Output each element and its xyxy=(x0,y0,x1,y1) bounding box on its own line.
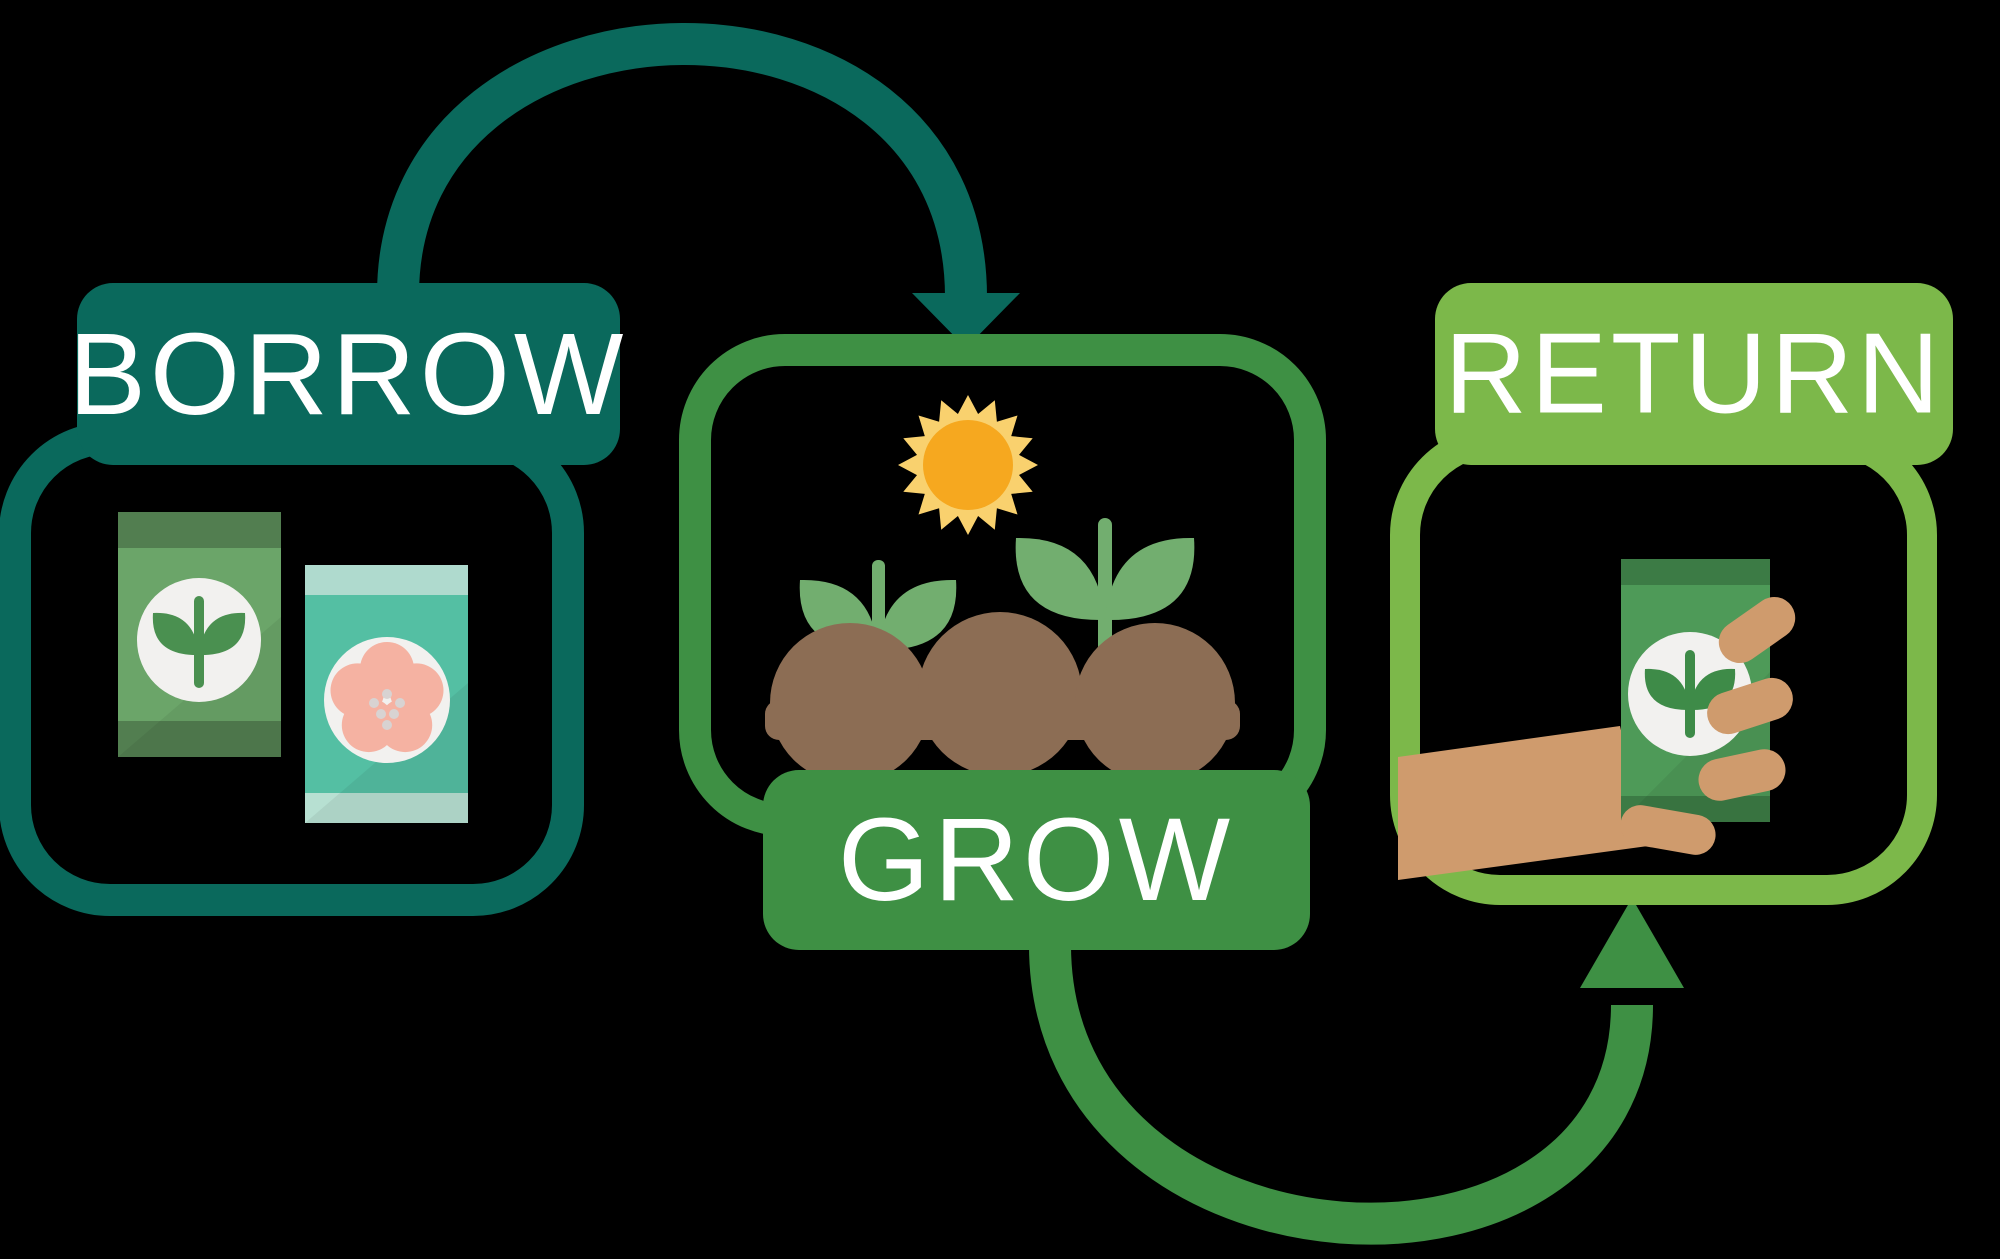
hand-fingers xyxy=(1620,596,1796,855)
grow-label: GROW xyxy=(838,794,1234,926)
borrow-label: BORROW xyxy=(69,309,628,439)
soil-mound xyxy=(765,612,1240,783)
sun-icon xyxy=(898,395,1038,535)
return-label-pill xyxy=(1435,283,1953,465)
sun-core xyxy=(923,420,1013,510)
arrowhead-grow-to-return-icon xyxy=(1580,898,1684,988)
hand-arm xyxy=(1398,726,1648,880)
seed-packet-green xyxy=(118,512,281,757)
finger-index xyxy=(1718,596,1796,664)
arrow-grow-to-return xyxy=(1029,944,1653,1245)
finger-middle xyxy=(1707,677,1793,735)
grow-label-pill xyxy=(763,770,1310,950)
thumb xyxy=(1620,805,1716,855)
seed-packet-green-bottom-strip xyxy=(118,721,281,757)
borrow-label-pill xyxy=(77,283,620,465)
seed-packet-teal xyxy=(305,565,468,823)
flower-icon xyxy=(330,642,444,753)
return-label: RETURN xyxy=(1445,311,1944,438)
finger-ring xyxy=(1698,749,1786,801)
arrow-borrow-to-grow xyxy=(377,23,987,298)
seed-packet-teal-bottom-strip xyxy=(305,793,468,823)
arrowhead-borrow-to-grow-icon xyxy=(912,293,1020,348)
seed-packet-teal-top-strip xyxy=(305,565,468,595)
seed-packet-green-top-strip xyxy=(118,512,281,548)
seed-packet-return-top-strip xyxy=(1621,559,1770,585)
sprout-icon xyxy=(152,596,246,688)
seedling-large xyxy=(1015,518,1195,653)
